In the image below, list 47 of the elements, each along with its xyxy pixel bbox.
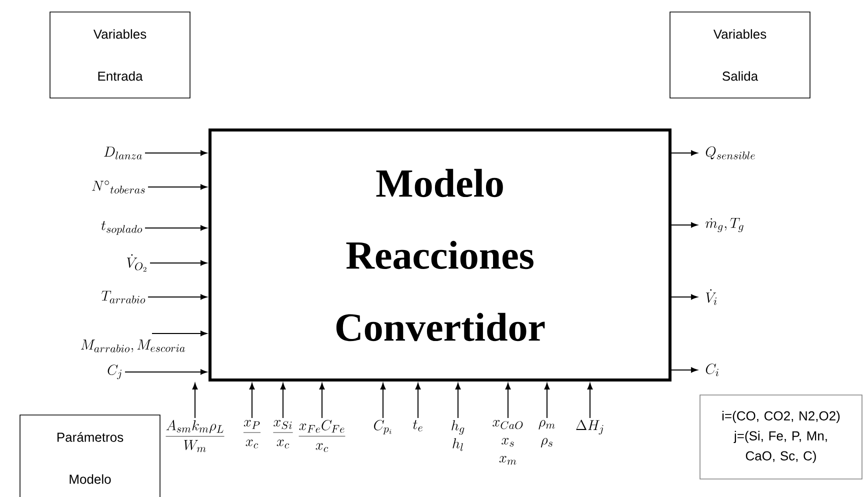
arrow [144, 150, 207, 156]
input-variable: $C_j$ [108, 364, 122, 380]
arrow [124, 369, 207, 375]
variables-box: Variables Entrada [50, 12, 190, 98]
model-parameter: $t_e$ [412, 420, 422, 432]
input-variable: $\dot{V}_{O_2}$ [127, 254, 146, 272]
arrow [192, 383, 198, 418]
model-box: Modelo Reacciones Convertidor [208, 128, 672, 382]
note-box: i=(CO, CO2, N2,O2) j=(Si, Fe, P, Mn, CaO, Sc, C) [700, 394, 862, 480]
model-parameter: $x_{CaO}$ $x_s$ $x_m$ [492, 420, 523, 465]
variables-box: Variables Salida [670, 12, 810, 98]
model-parameter: $\frac{x_P}{x_c}$ [243, 420, 261, 448]
arrow [380, 383, 386, 418]
arrow [150, 260, 207, 266]
model-parameter: $\frac{x_{Si}}{x_c}$ [273, 420, 293, 448]
arrow [587, 383, 593, 418]
model-parameter: $h_g$ $h_l$ [452, 420, 464, 451]
model-parameter: $\frac{A_{sm}k_m\rho_L}{W_m}$ [166, 420, 224, 452]
arrow [319, 383, 325, 418]
input-variable: $t_{soplado}$ [101, 221, 142, 235]
input-variable: $D_{lanza}$ [104, 146, 142, 160]
arrow [249, 383, 255, 418]
input-variable: $M_{arrabio}, M_{escoria}$ [81, 340, 185, 352]
model-parameter: $\Delta H_j$ [576, 420, 604, 435]
arrow [505, 383, 511, 418]
arrow [544, 383, 550, 418]
arrow [455, 383, 461, 418]
arrow [415, 383, 421, 418]
output-variable: $\dot{m}_g, T_g$ [706, 218, 744, 232]
arrow [148, 184, 207, 190]
arrow [671, 150, 698, 156]
model-parameter: $\frac{x_{Fe}C_{Fe}}{x_c}$ [298, 420, 346, 452]
input-variable: $T_{arrabio}$ [102, 290, 146, 304]
output-variable: $\dot{V}_i$ [706, 289, 717, 305]
output-variable: $C_i$ [706, 364, 718, 376]
arrow [152, 330, 207, 336]
arrow [671, 367, 698, 373]
parameters-box: Parámetros Modelo [20, 414, 160, 497]
arrow [280, 383, 286, 418]
arrow [144, 225, 207, 231]
model-parameter: $C_{p_i}$ [374, 420, 392, 434]
output-variable: $Q_{sensible}$ [706, 146, 755, 160]
arrow [671, 222, 698, 228]
arrow [148, 294, 207, 300]
model-parameter: $\rho_m$ $\rho_s$ [538, 420, 555, 448]
input-variable: $N^{\circ}{}_{toberas}$ [92, 180, 145, 194]
arrow [671, 294, 698, 300]
